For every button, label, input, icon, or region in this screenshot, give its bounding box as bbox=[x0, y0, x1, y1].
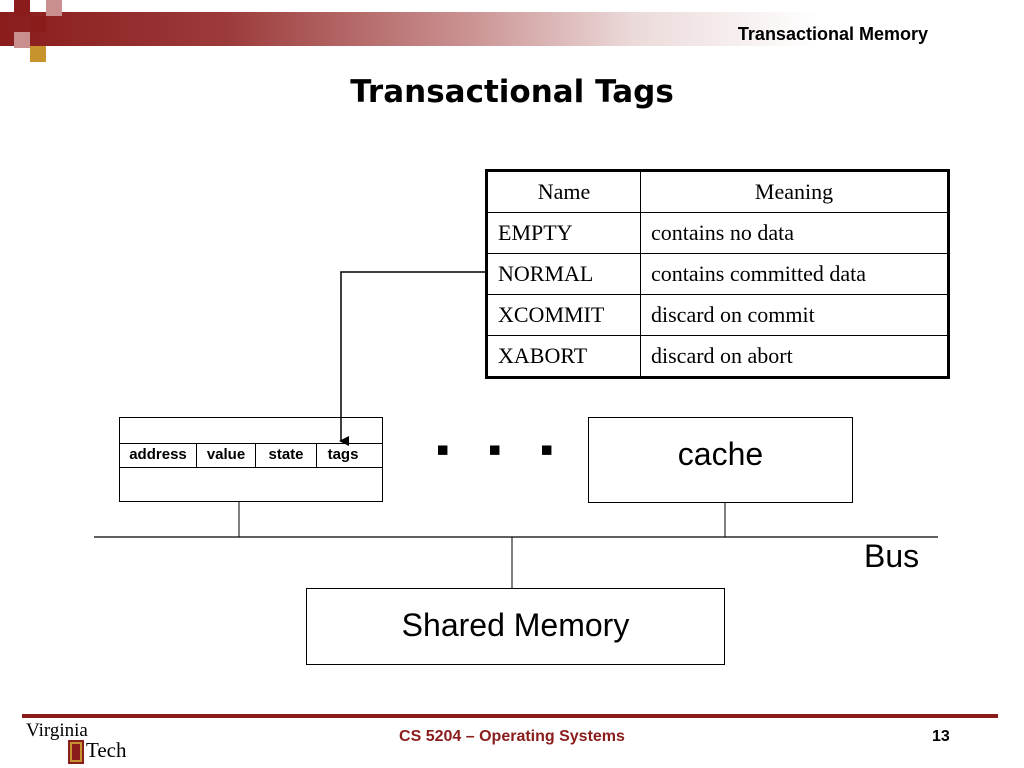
footer-course: CS 5204 – Operating Systems bbox=[399, 728, 625, 745]
header-square-1 bbox=[14, 0, 30, 16]
field-value: value bbox=[197, 444, 256, 467]
tag-table: Name Meaning EMPTY contains no data NORM… bbox=[485, 169, 950, 379]
footer-divider bbox=[22, 714, 998, 718]
table-header-cell: Name bbox=[486, 170, 641, 213]
tag-arrow bbox=[339, 271, 486, 446]
field-tags: tags bbox=[327, 446, 359, 463]
cache-line-fields: address value state tags bbox=[120, 443, 382, 468]
table-cell: contains committed data bbox=[640, 253, 949, 295]
table-header-cell: Meaning bbox=[640, 170, 949, 213]
table-row: EMPTY contains no data bbox=[486, 212, 949, 254]
shared-memory-box: Shared Memory bbox=[306, 588, 725, 665]
cache-line-box: address value state tags bbox=[119, 417, 383, 502]
logo-text-top: Virginia bbox=[26, 720, 88, 741]
table-cell: contains no data bbox=[640, 212, 949, 254]
header-square-4 bbox=[14, 32, 30, 48]
virginia-tech-logo: Virginia Tech bbox=[26, 720, 127, 764]
header-square-2 bbox=[46, 0, 62, 16]
field-state: state bbox=[256, 444, 317, 467]
table-cell: NORMAL bbox=[486, 253, 641, 295]
table-cell: discard on abort bbox=[640, 335, 949, 378]
header-title: Transactional Memory bbox=[737, 24, 928, 44]
ellipsis: ▪ ▪ ▪ bbox=[436, 429, 568, 471]
header-square-5 bbox=[30, 46, 46, 62]
header-band bbox=[0, 12, 1024, 46]
table-cell: EMPTY bbox=[486, 212, 641, 254]
cache-box: cache bbox=[588, 417, 853, 503]
bus-label: Bus bbox=[864, 538, 920, 574]
table-cell: discard on commit bbox=[640, 294, 949, 336]
table-cell: XABORT bbox=[486, 335, 641, 378]
logo-text-bottom: Tech bbox=[86, 738, 127, 762]
table-row: NORMAL contains committed data bbox=[486, 253, 949, 295]
table-row: XCOMMIT discard on commit bbox=[486, 294, 949, 336]
page-number: 13 bbox=[932, 728, 950, 745]
field-address: address bbox=[120, 444, 197, 467]
table-row: XABORT discard on abort bbox=[486, 335, 949, 378]
table-header-row: Name Meaning bbox=[486, 170, 949, 213]
header-square-3 bbox=[30, 16, 46, 32]
table-cell: XCOMMIT bbox=[486, 294, 641, 336]
slide-title: Transactional Tags bbox=[350, 74, 674, 110]
